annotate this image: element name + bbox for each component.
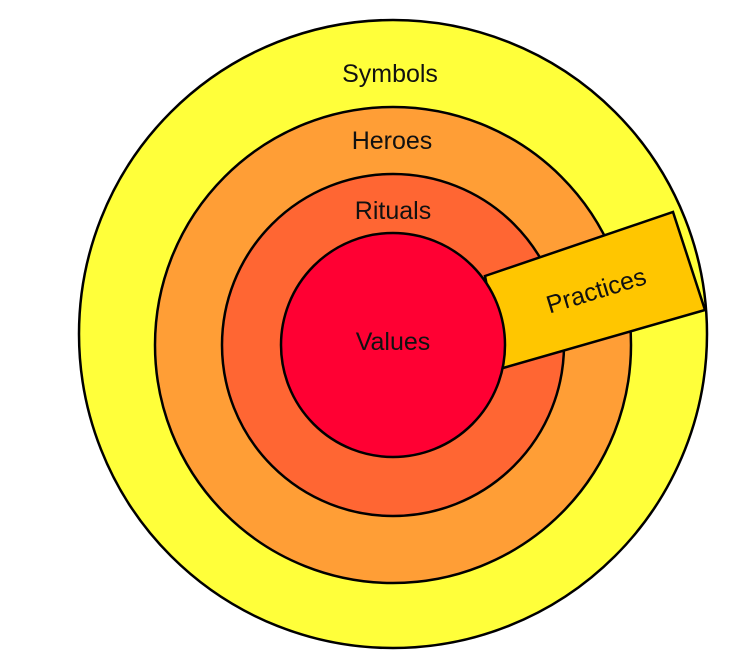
symbols-label: Symbols [342,60,438,88]
rituals-label: Rituals [355,197,431,225]
values-label: Values [356,328,431,356]
heroes-label: Heroes [352,127,433,155]
values-core [279,231,507,459]
